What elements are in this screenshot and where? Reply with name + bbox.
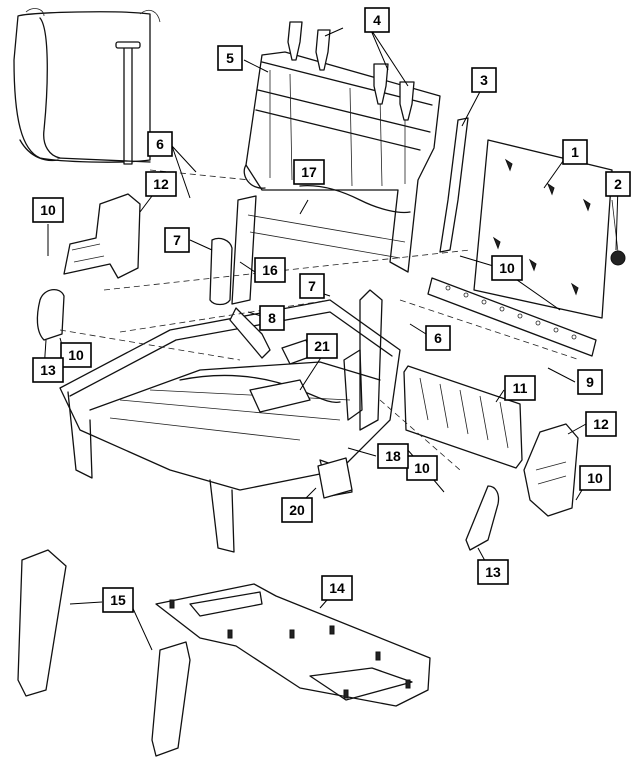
svg-text:14: 14 [329,580,345,596]
callout-11: 11 [504,375,536,401]
callout-labels: 1 2 3 4 5 6 6 7 7 8 9 10 10 10 10 10 11 … [32,7,631,613]
callout-15: 15 [102,587,134,613]
right-seat-shield [523,423,579,517]
left-seat-shield [63,193,141,279]
seatback-frame [209,51,441,306]
svg-text:8: 8 [268,310,276,326]
callout-6a: 6 [147,131,173,157]
seat-track-covers [17,549,191,757]
callout-10d: 10 [406,455,438,481]
svg-text:4: 4 [373,12,381,28]
floor-carpet-panel [155,583,431,707]
svg-text:13: 13 [40,362,56,378]
callout-2: 2 [605,171,631,197]
head-restraint-guides [287,21,415,121]
svg-text:20: 20 [289,502,305,518]
svg-text:16: 16 [262,262,278,278]
svg-text:12: 12 [593,416,609,432]
callout-18: 18 [377,443,409,469]
callout-12a: 12 [145,171,177,197]
svg-text:10: 10 [68,347,84,363]
callout-13b: 13 [477,559,509,585]
svg-text:2: 2 [614,176,622,192]
callout-20: 20 [281,497,313,523]
callout-17: 17 [293,159,325,185]
callout-16: 16 [254,257,286,283]
svg-text:7: 7 [308,278,316,294]
left-trim-cover [36,289,65,341]
callout-7a: 7 [164,227,190,253]
svg-text:6: 6 [156,136,164,152]
seatback-panel [473,139,626,319]
svg-text:12: 12 [153,176,169,192]
svg-text:10: 10 [499,260,515,276]
right-trim-cover [465,485,500,551]
svg-text:15: 15 [110,592,126,608]
svg-text:1: 1 [571,144,579,160]
callout-3: 3 [471,67,497,93]
svg-text:13: 13 [485,564,501,580]
callout-12b: 12 [585,411,617,437]
callout-10a: 10 [32,197,64,223]
svg-text:6: 6 [434,330,442,346]
svg-text:7: 7 [173,232,181,248]
svg-text:11: 11 [513,380,528,396]
callout-9: 9 [577,369,603,395]
svg-text:18: 18 [385,448,401,464]
callout-4: 4 [364,7,390,33]
svg-text:5: 5 [226,50,234,66]
seat-cushion-frame [59,289,401,553]
svg-text:10: 10 [587,470,603,486]
callout-10e: 10 [579,465,611,491]
svg-text:3: 3 [480,72,488,88]
svg-text:21: 21 [314,338,330,354]
callout-6b: 6 [425,325,451,351]
seat-inset-illustration [13,8,161,165]
callout-10c: 10 [491,255,523,281]
svg-text:10: 10 [414,460,430,476]
svg-text:9: 9 [586,374,594,390]
callout-7b: 7 [299,273,325,299]
seatback-side-pad [439,117,469,253]
svg-text:17: 17 [301,164,317,180]
callout-1: 1 [562,139,588,165]
callout-8: 8 [259,305,285,331]
callout-14: 14 [321,575,353,601]
callout-5: 5 [217,45,243,71]
seat-latch [317,457,353,499]
callout-10b: 10 [60,342,92,368]
seatback-lower-trim [427,277,597,357]
callout-13a: 13 [32,357,64,383]
seatback-rear-cover [403,365,523,469]
callout-21: 21 [306,333,338,359]
svg-text:10: 10 [40,202,56,218]
